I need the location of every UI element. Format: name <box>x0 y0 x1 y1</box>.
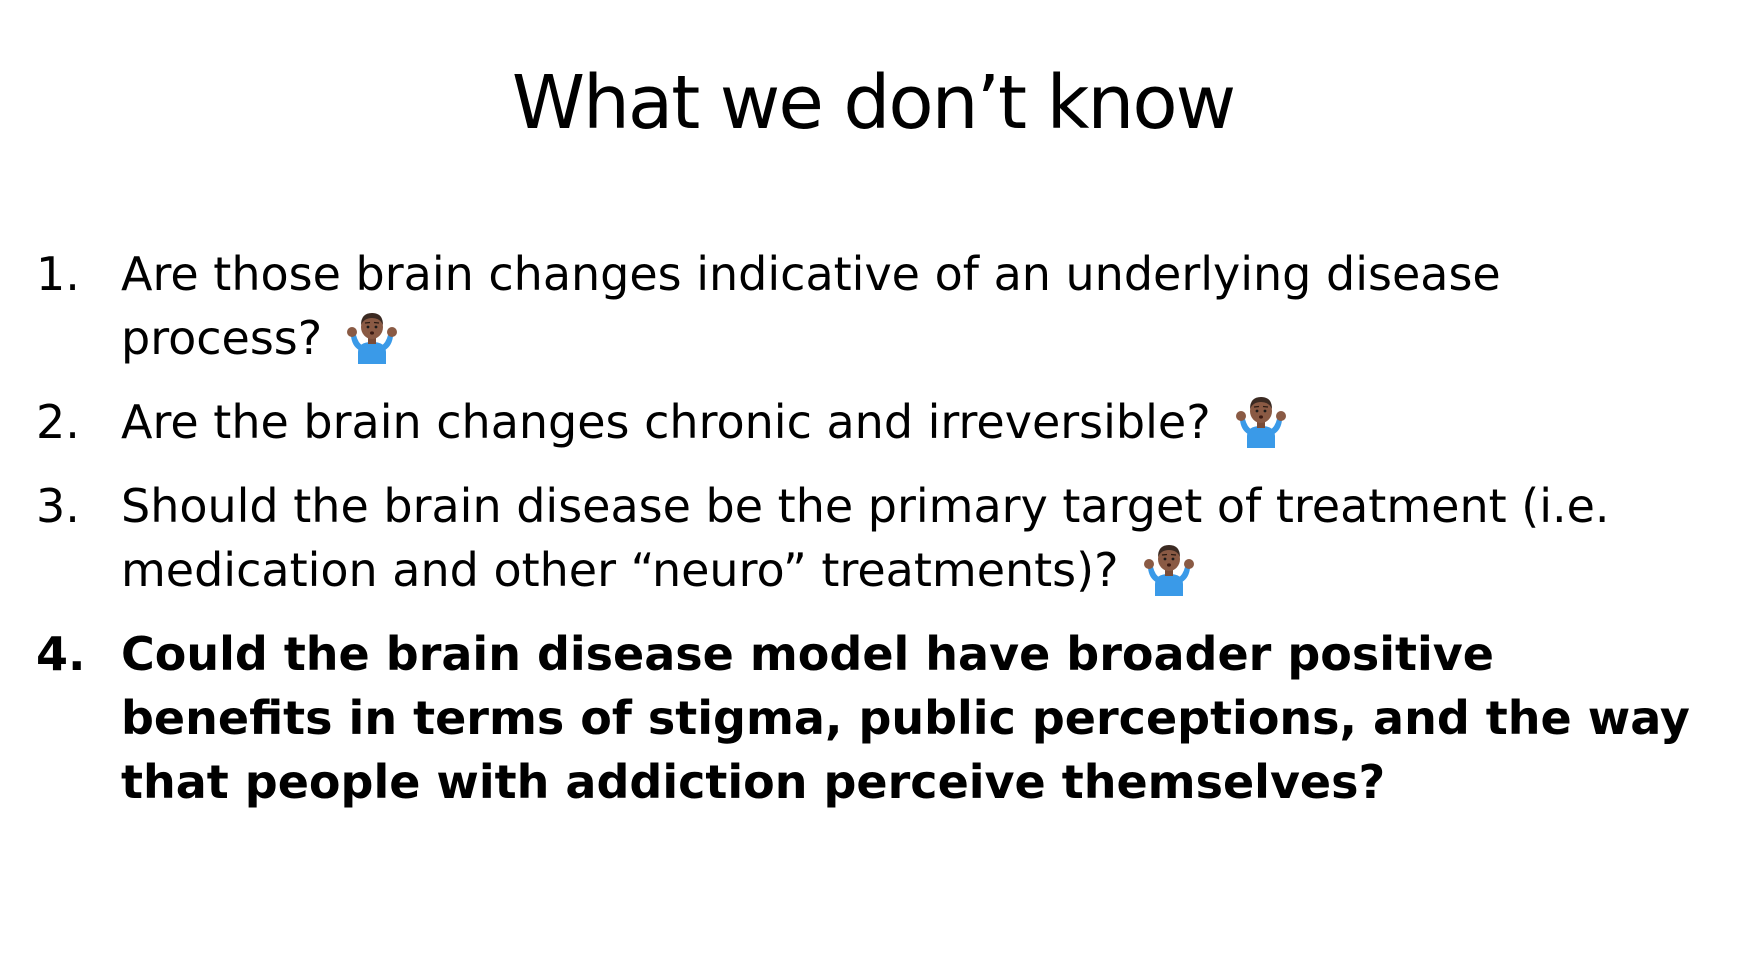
list-item-number: 1. <box>36 247 80 301</box>
person-shrugging-icon <box>1141 540 1197 596</box>
list-item-number: 4. <box>36 627 86 681</box>
list-item-1: 1. Are those brain changes indicative of… <box>0 242 1746 370</box>
slide-title: What we don’t know <box>511 60 1236 146</box>
person-shrugging-icon <box>1233 392 1289 448</box>
question-list: 1. Are those brain changes indicative of… <box>0 242 1746 834</box>
list-item-text: Are the brain changes chronic and irreve… <box>121 395 1211 449</box>
list-item-text: Are those brain changes indicative of an… <box>121 247 1501 365</box>
list-item-3: 3. Should the brain disease be the prima… <box>0 474 1746 602</box>
list-item-4: 4. Could the brain disease model have br… <box>0 622 1746 814</box>
list-item-number: 2. <box>36 395 80 449</box>
list-item-number: 3. <box>36 479 80 533</box>
list-item-text: Could the brain disease model have broad… <box>121 627 1690 809</box>
person-shrugging-icon <box>344 308 400 364</box>
list-item-text: Should the brain disease be the primary … <box>121 479 1610 597</box>
list-item-2: 2. Are the brain changes chronic and irr… <box>0 390 1746 454</box>
